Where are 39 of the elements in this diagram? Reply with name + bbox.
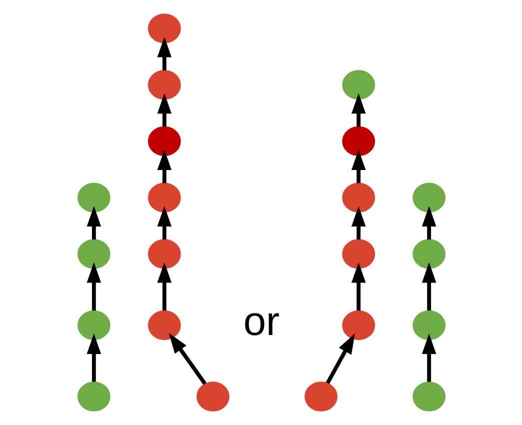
node-circle xyxy=(147,239,180,269)
label: or xyxy=(242,298,280,344)
arrow xyxy=(421,334,436,382)
arrow xyxy=(350,262,366,311)
node-circle xyxy=(147,310,180,340)
arrow xyxy=(156,93,172,127)
node-circle xyxy=(76,182,110,212)
node-circle xyxy=(147,14,180,44)
node-circle xyxy=(412,382,446,412)
arrow xyxy=(86,206,101,240)
node-circle xyxy=(147,126,180,156)
node-circle xyxy=(342,239,375,269)
node-circle xyxy=(342,310,375,340)
node-circle xyxy=(412,310,446,340)
arrow xyxy=(421,206,436,240)
node-circle xyxy=(196,382,229,412)
arrow xyxy=(156,36,172,70)
arrow xyxy=(156,150,172,184)
arrow xyxy=(350,206,366,240)
arrow xyxy=(156,206,172,240)
arrow xyxy=(86,262,101,311)
node-circle xyxy=(304,382,337,412)
node-circle xyxy=(412,239,446,269)
arrow xyxy=(86,334,101,382)
arrow xyxy=(156,262,172,311)
node-circle xyxy=(342,126,375,156)
node-circle xyxy=(342,182,375,212)
arrow xyxy=(325,333,354,384)
node-circle xyxy=(76,310,110,340)
arrow xyxy=(168,333,206,385)
node-circle xyxy=(76,382,110,412)
node-circle xyxy=(147,182,180,212)
arrow xyxy=(421,262,436,311)
node-circle xyxy=(412,182,446,212)
node-circle xyxy=(76,239,110,269)
node-circle xyxy=(147,70,180,100)
arrow xyxy=(350,93,366,127)
arrow xyxy=(350,150,366,184)
node-circle xyxy=(342,70,375,100)
